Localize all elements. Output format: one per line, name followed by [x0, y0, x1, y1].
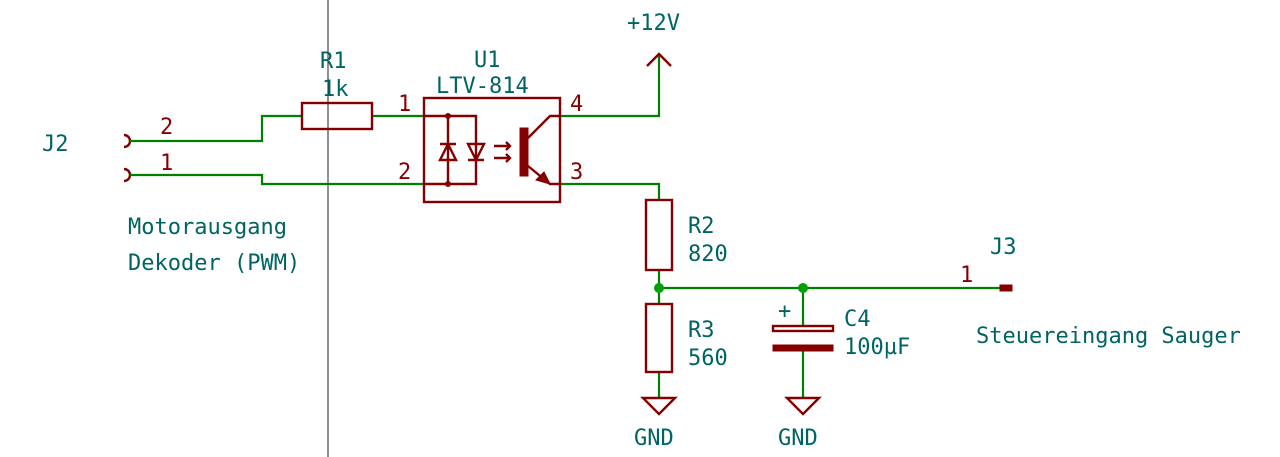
- vcc-label: +12V: [627, 11, 680, 36]
- resistor-r2[interactable]: R2 820: [644, 198, 728, 272]
- optocoupler-u1[interactable]: U1 LTV-814 1 2 4 3: [398, 48, 583, 204]
- u1-pin4: 4: [570, 92, 583, 117]
- gnd1-label: GND: [634, 426, 674, 451]
- r1-value: 1k: [322, 77, 349, 102]
- wires: [130, 54, 1000, 398]
- r2-ref: R2: [688, 214, 715, 239]
- c4-plus: +: [778, 299, 791, 324]
- capacitor-c4[interactable]: + C4 100µF: [771, 299, 910, 360]
- ground-symbol-2: GND: [778, 396, 822, 451]
- gnd2-label: GND: [778, 426, 818, 451]
- j2-desc-line2: Dekoder (PWM): [128, 251, 300, 276]
- r1-ref: R1: [320, 49, 347, 74]
- j3-desc: Steuereingang Sauger: [976, 324, 1241, 349]
- resistor-r3[interactable]: R3 560: [644, 302, 728, 374]
- j3-pin1: 1: [960, 263, 973, 288]
- connector-j3[interactable]: J3 1 Steuereingang Sauger: [960, 235, 1241, 349]
- c4-value: 100µF: [844, 335, 910, 360]
- u1-pin2: 2: [398, 160, 411, 185]
- r3-ref: R3: [688, 318, 715, 343]
- u1-ref: U1: [474, 48, 501, 73]
- u1-pin1: 1: [398, 92, 411, 117]
- j2-desc-line1: Motorausgang: [128, 215, 287, 240]
- c4-ref: C4: [844, 307, 871, 332]
- u1-value: LTV-814: [436, 74, 529, 99]
- resistor-r1[interactable]: R1 1k: [300, 49, 374, 131]
- j3-ref: J3: [990, 235, 1017, 260]
- r3-value: 560: [688, 346, 728, 371]
- j2-ref: J2: [42, 132, 69, 157]
- junction-dot: [798, 283, 808, 293]
- r2-value: 820: [688, 242, 728, 267]
- junction-dot: [654, 283, 664, 293]
- j2-pin1: 1: [160, 151, 173, 176]
- u1-pin3: 3: [570, 160, 583, 185]
- connector-j2[interactable]: J2 2 1 Motorausgang Dekoder (PWM): [42, 115, 300, 276]
- j2-pin2: 2: [160, 115, 173, 140]
- power-12v: +12V: [627, 11, 680, 67]
- ground-symbol-1: GND: [634, 396, 678, 451]
